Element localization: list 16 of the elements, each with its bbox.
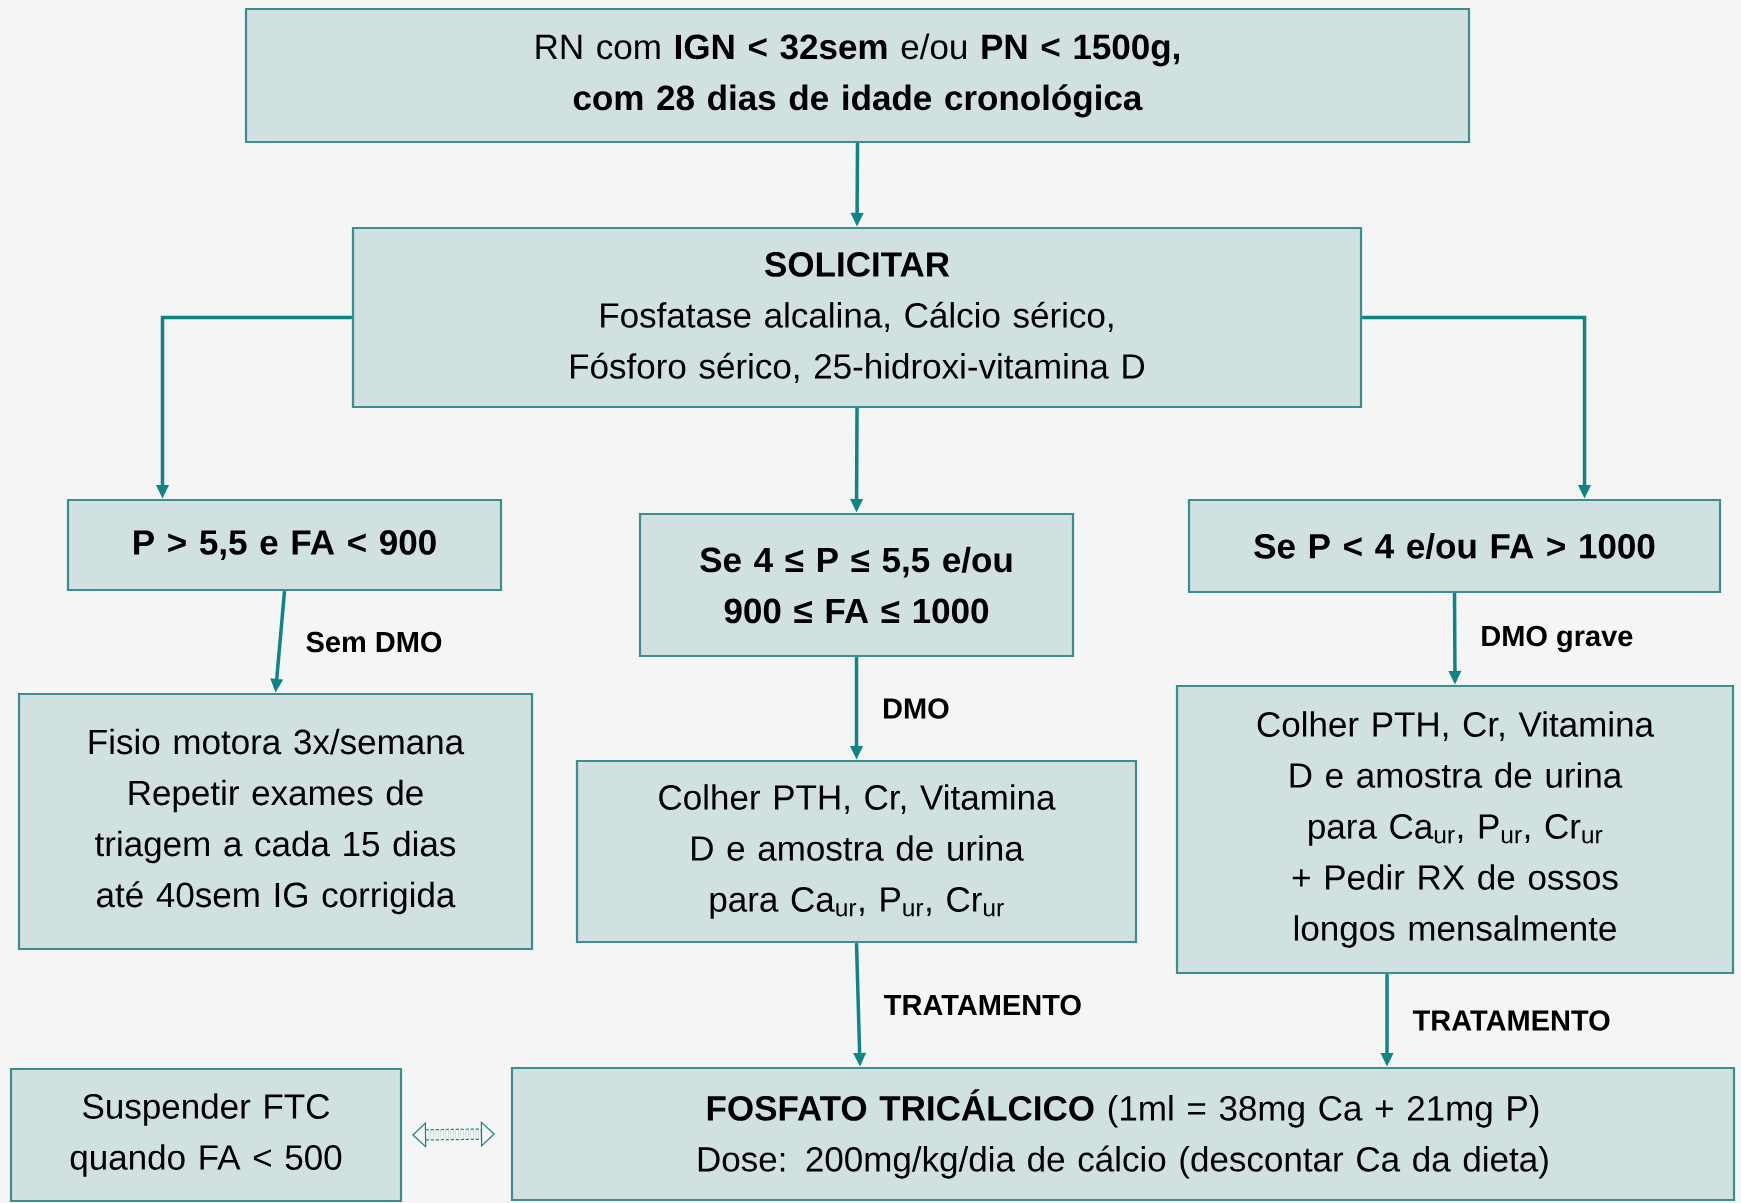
edge-label: TRATAMENTO bbox=[1412, 1010, 1610, 1031]
double-arrow bbox=[412, 1121, 495, 1148]
edge-label: DMO grave bbox=[1482, 625, 1633, 653]
edge-label: DMO bbox=[884, 698, 949, 719]
process-box: Colher PTH, Cr, Vitamina D e amostra de urina para Ca$_{ur}$, P$_{ur}$, Cr$_{ur}$ bbox=[575, 759, 1138, 944]
process-box: Fisio motora 3x/semana Repetir exames de triagem a cada 15 dias até 40sem IG corrigida bbox=[17, 692, 534, 951]
process-box: FOSFATO TRICÁLCICO (1ml = 38mg Ca + 21mg P) Dose: 200mg/kg/dia de cálcio (descontar Ca da dieta) bbox=[510, 1066, 1736, 1202]
process-box: SOLICITAR Fosfatase alcalina, Cálcio sérico, Fósforo sérico, 25-hidroxi-vitamina D bbox=[351, 226, 1363, 409]
process-box: P > 5,5 e FA < 900 bbox=[66, 498, 503, 592]
process-box: Se 4 ≤ P ≤ 5,5 e/ou 900 ≤ FA ≤ 1000 bbox=[638, 512, 1075, 658]
process-box: Colher PTH, Cr, Vitamina D e amostra de urina para Ca$_{ur}$, P$_{ur}$, Cr$_{ur}$ + Pedir RX de ossos longos mensalmente bbox=[1175, 684, 1735, 975]
process-box: Suspender FTC quando FA < 500 bbox=[9, 1067, 403, 1203]
process-box: RN com IGN < 32sem e/ou PN < 1500g, com 28 dias de idade cronológica bbox=[244, 7, 1471, 144]
edge-label: TRATAMENTO bbox=[884, 994, 1081, 1016]
edge-label: Sem DMO bbox=[306, 631, 442, 653]
process-box: Se P < 4 e/ou FA > 1000 bbox=[1187, 498, 1722, 594]
